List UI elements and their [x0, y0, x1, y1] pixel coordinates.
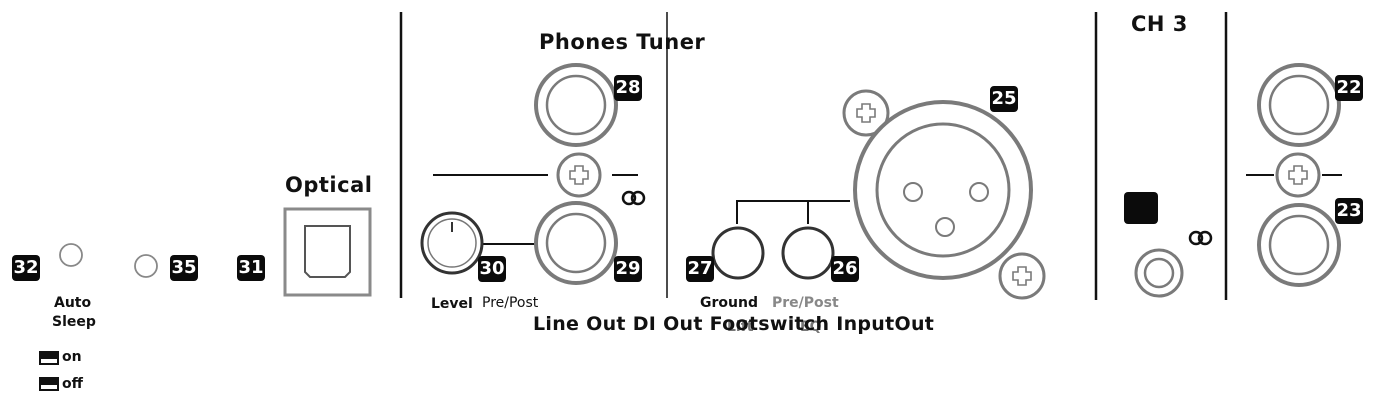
link-icon — [1188, 230, 1204, 246]
optical-heading: Optical — [285, 173, 373, 197]
badge-22: 22 — [1335, 75, 1363, 101]
ch3-heading: CH 3 — [1131, 12, 1188, 36]
on-label: on — [62, 349, 82, 365]
ground-label: Ground — [700, 295, 758, 311]
badge-35: 35 — [170, 255, 198, 281]
eq-label: EQ — [800, 319, 822, 335]
ch3-button — [1124, 192, 1158, 224]
ground-lift-switch — [711, 226, 765, 280]
badge-29: 29 — [614, 256, 642, 282]
off-label: off — [62, 376, 83, 392]
badge-27: 27 — [686, 256, 714, 282]
badge-25: 25 — [990, 86, 1018, 112]
auto-sleep-label: Auto — [54, 295, 92, 311]
badge-23: 23 — [1335, 198, 1363, 224]
switch-off-icon — [39, 377, 59, 391]
pre-post-eq-label: Pre/Post — [772, 295, 839, 311]
lift-label: Lift — [727, 319, 754, 335]
switch-bracket-line — [736, 200, 850, 224]
badge-26: 26 — [831, 256, 859, 282]
badge-28: 28 — [614, 75, 642, 101]
optical-port-inner — [304, 225, 351, 278]
level-label: Level — [431, 296, 473, 312]
pre-post-eq-switch — [781, 226, 835, 280]
badge-32: 32 — [12, 255, 40, 281]
bottom-caption: Line Out DI Out Footswitch InputOut — [533, 313, 935, 335]
badge-30: 30 — [478, 256, 506, 282]
phones-tuner-heading: Phones Tuner — [539, 30, 706, 54]
badge-31: 31 — [237, 255, 265, 281]
link-icon — [621, 190, 637, 206]
pre-post-label: Pre/Post — [482, 295, 539, 311]
led-35 — [134, 254, 158, 278]
auto-sleep-led — [59, 243, 83, 267]
auto-sleep-label: Sleep — [52, 314, 96, 330]
switch-on-icon — [39, 351, 59, 365]
